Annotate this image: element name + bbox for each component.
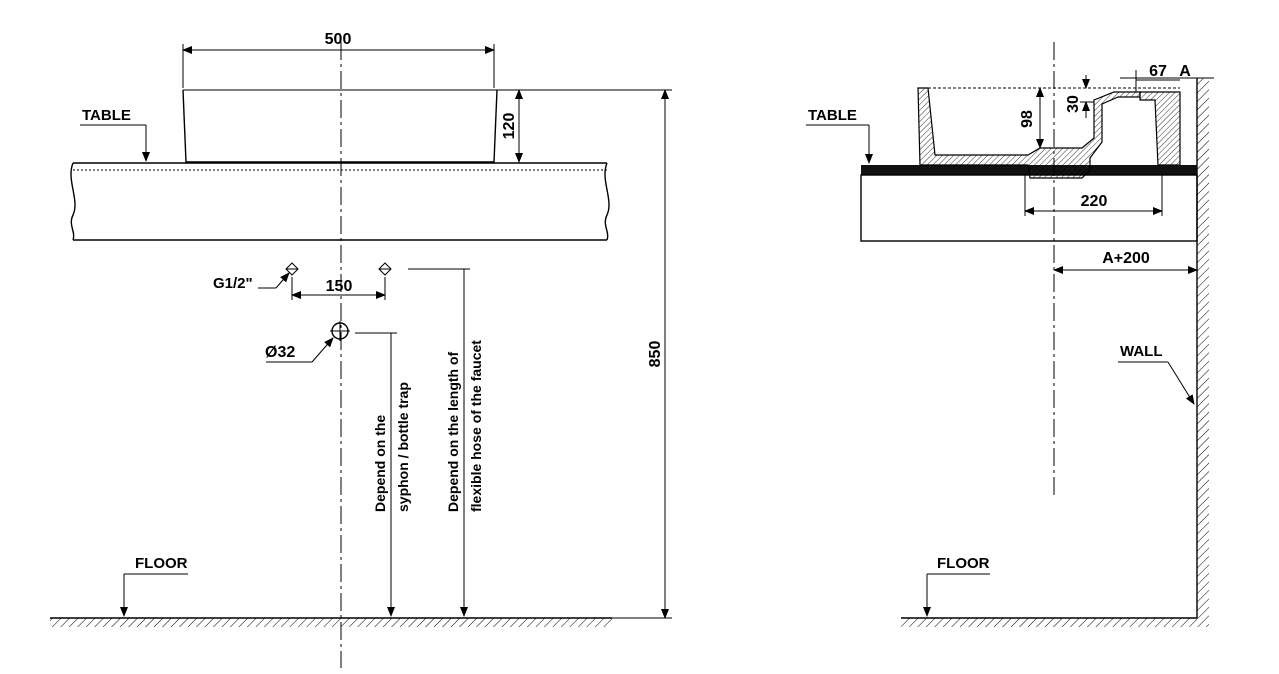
dim-basin-width: 500	[182, 31, 495, 88]
basin-height-label: 120	[501, 113, 518, 140]
dim-cutout-width: 220	[1024, 182, 1163, 216]
dim-overflow-height: 30	[1065, 75, 1094, 118]
front-floor-label: FLOOR	[135, 555, 188, 572]
dim-overhang: 67 A	[1135, 63, 1191, 92]
supply-spacing-label: 150	[326, 278, 353, 295]
note-syphon-line1: Depend on the	[372, 415, 388, 512]
front-view: 500 120 TABLE 850	[50, 31, 672, 668]
bowl-depth-label: 98	[1019, 110, 1036, 128]
side-table-label: TABLE	[808, 107, 857, 124]
overhang-label: 67	[1149, 63, 1167, 80]
dim-syphon: Depend on the syphon / bottle trap	[355, 332, 411, 617]
side-wall-label: WALL	[1120, 343, 1163, 360]
side-floor-label: FLOOR	[937, 555, 990, 572]
drain-connection: Ø32	[265, 321, 350, 363]
front-floor: FLOOR	[50, 555, 612, 627]
side-wall-callout: WALL	[1118, 343, 1195, 405]
basin-width-label: 500	[325, 31, 352, 48]
dim-total-height: 850	[500, 89, 672, 619]
side-basin-section	[917, 87, 1181, 179]
supply-connections: 150 G1/2"	[213, 262, 392, 300]
front-table-label: TABLE	[82, 107, 131, 124]
dim-wall-distance: A+200	[1053, 250, 1198, 274]
front-table-callout: TABLE	[80, 107, 150, 162]
total-height-label: 850	[647, 341, 664, 368]
dim-bowl-depth: 98	[1019, 87, 1044, 149]
front-table	[70, 162, 610, 241]
dim-basin-height: 120	[497, 89, 530, 163]
side-view: 98 30 67 A 220 A+200	[806, 42, 1214, 627]
drain-diameter-label: Ø32	[265, 344, 295, 361]
note-hose-line1: Depend on the length of	[445, 351, 461, 512]
overhang-var-label: A	[1179, 63, 1191, 80]
note-hose-line2: flexible hose of the faucet	[468, 340, 484, 512]
overflow-height-label: 30	[1065, 95, 1082, 113]
cutout-width-label: 220	[1081, 193, 1108, 210]
front-basin	[182, 89, 498, 163]
side-table	[860, 165, 1198, 242]
wall-distance-label: A+200	[1102, 250, 1150, 267]
supply-thread-label: G1/2"	[213, 275, 253, 292]
side-table-callout: TABLE	[806, 107, 873, 164]
side-floor: FLOOR	[901, 555, 1209, 627]
dim-flexible-hose: Depend on the length of flexible hose of…	[408, 268, 484, 617]
note-syphon-line2: syphon / bottle trap	[395, 382, 411, 512]
side-wall	[1196, 78, 1209, 618]
